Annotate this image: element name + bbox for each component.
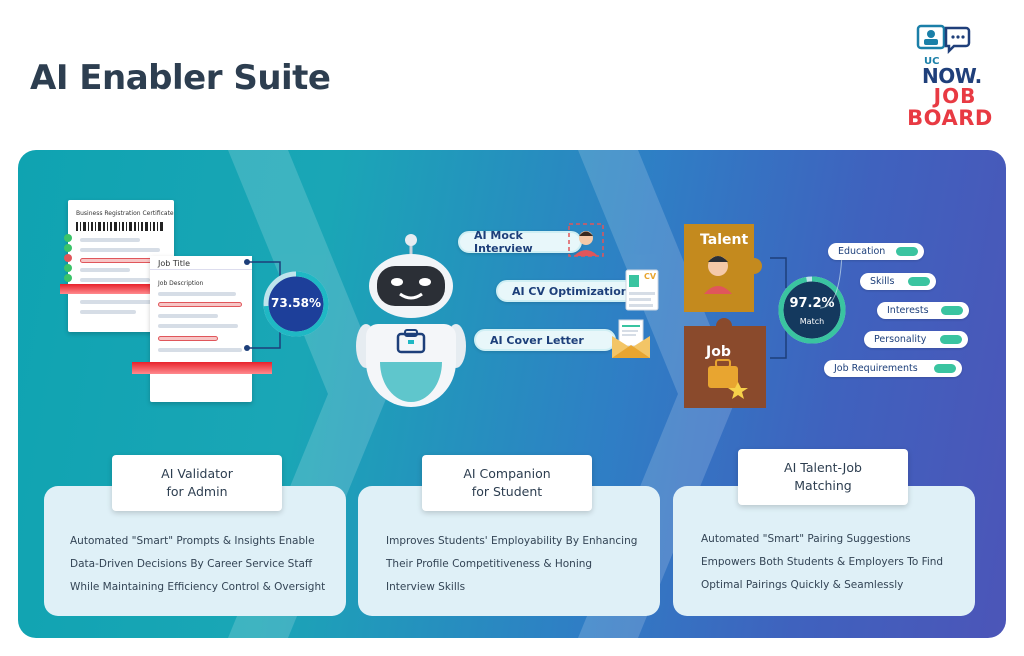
criterion-education: Education <box>828 243 924 260</box>
scan-bar <box>60 284 174 294</box>
chat-profile-icon <box>916 24 971 55</box>
logo-now-text: NOW. <box>922 64 982 88</box>
criterion-label: Job Requirements <box>834 363 918 374</box>
talent-puzzle-piece-icon <box>684 224 762 312</box>
description-line: Automated "Smart" Prompts & Insights Ena… <box>70 535 315 547</box>
description-line: Empowers Both Students & Employers To Fi… <box>701 556 944 568</box>
job-title-label: Job Title <box>158 259 191 268</box>
match-score-caption: Match <box>799 317 825 326</box>
criterion-score-bar <box>941 306 963 315</box>
ai-validator-description: Automated "Smart" Prompts & Insights Ena… <box>70 530 325 599</box>
job-description-document: Job Title Job Description <box>150 256 252 402</box>
job-title-bar <box>150 256 252 270</box>
description-line: Interview Skills <box>386 581 466 593</box>
criterion-label: Education <box>838 246 886 257</box>
match-connector-lines <box>770 257 787 359</box>
ai-cover-letter-label: AI Cover Letter <box>490 333 584 347</box>
text-line <box>158 324 238 328</box>
description-line: Automated "Smart" Pairing Suggestions <box>701 533 911 545</box>
ai-cover-letter-pill: AI Cover Letter <box>474 329 616 351</box>
ai-mock-interview-pill: AI Mock Interview <box>458 229 582 255</box>
text-line <box>158 292 236 296</box>
ai-mock-interview-label: AI Mock Interview <box>474 229 533 255</box>
validation-score-value: 73.58% <box>271 296 321 310</box>
flagged-line <box>158 302 242 307</box>
criterion-score-bar <box>934 364 956 373</box>
description-line: Data-Driven Decisions By Career Service … <box>70 558 313 570</box>
ai-matching-title: AI Talent-Job Matching <box>738 449 908 505</box>
ai-companion-card: Improves Students' Employability By Enha… <box>358 486 660 616</box>
logo-job-text: JOB <box>933 84 977 108</box>
robot-icon <box>356 234 466 407</box>
criterion-score-bar <box>896 247 918 256</box>
ai-matching-description: Automated "Smart" Pairing Suggestions Em… <box>701 528 943 597</box>
criterion-personality: Personality <box>864 331 968 348</box>
text-line <box>80 268 130 272</box>
scan-bar <box>132 362 272 374</box>
criterion-label: Skills <box>870 276 895 287</box>
job-puzzle-piece-icon <box>684 318 766 408</box>
page-title: AI Enabler Suite <box>30 58 331 98</box>
barcode-icon <box>76 222 163 231</box>
criterion-skills: Skills <box>860 273 936 290</box>
cv-document-icon <box>625 269 659 311</box>
description-line: While Maintaining Efficiency Control & O… <box>70 581 326 593</box>
criterion-score-bar <box>908 277 930 286</box>
cv-badge: CV <box>644 272 657 281</box>
ai-cv-optimization-pill: AI CV Optimization <box>496 280 636 302</box>
job-label: Job <box>706 344 731 360</box>
text-line <box>80 310 136 314</box>
ai-cv-optimization-label: AI CV Optimization <box>512 284 629 298</box>
criterion-interests: Interests <box>877 302 969 319</box>
check-dots-icon <box>64 234 72 282</box>
text-line <box>158 314 218 318</box>
job-description-label: Job Description <box>158 280 204 287</box>
cover-letter-envelope-icon <box>612 319 650 358</box>
talent-label: Talent <box>700 232 749 248</box>
criterion-score-bar <box>940 335 962 344</box>
criterion-label: Personality <box>874 334 927 345</box>
ai-companion-description: Improves Students' Employability By Enha… <box>386 530 637 599</box>
ai-companion-title: AI Companion for Student <box>422 455 592 511</box>
uc-now-job-board-logo: UC NOW. JOB BOARD <box>902 20 998 132</box>
text-line <box>80 278 150 282</box>
text-line <box>158 348 242 352</box>
ai-validator-title: AI Validator for Admin <box>112 455 282 511</box>
match-score-ring <box>778 276 846 344</box>
text-line <box>80 300 160 304</box>
document-title: Business Registration Certificate <box>76 210 174 217</box>
flagged-line <box>158 336 218 341</box>
logo-uc-text: UC <box>924 56 940 67</box>
description-line: Improves Students' Employability By Enha… <box>386 535 638 547</box>
text-line <box>80 238 140 242</box>
interviewer-avatar-icon <box>568 223 604 257</box>
text-line <box>80 248 160 252</box>
description-line: Their Profile Competitiveness & Honing <box>386 558 593 570</box>
criteria-connector-lines <box>820 251 860 309</box>
ai-matching-card: Automated "Smart" Pairing Suggestions Em… <box>673 486 975 616</box>
criterion-job-requirements: Job Requirements <box>824 360 962 377</box>
description-line: Optimal Pairings Quickly & Seamlessly <box>701 579 904 591</box>
criterion-label: Interests <box>887 305 929 316</box>
validation-score-ring <box>263 271 329 337</box>
logo-board-text: BOARD <box>907 106 993 130</box>
